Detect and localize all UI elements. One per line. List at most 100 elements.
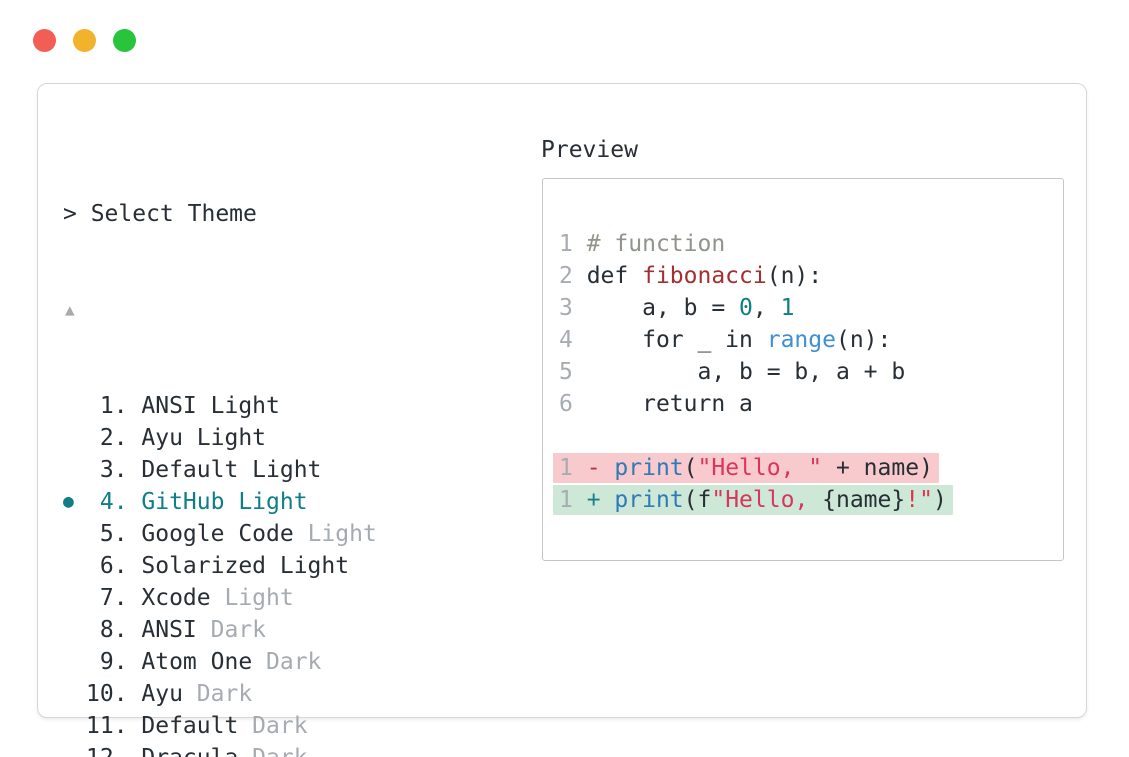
line-number: 2 [559,263,587,289]
theme-item[interactable]: 9. Atom One Dark [63,646,880,678]
theme-item-suffix: Dark [238,713,308,739]
theme-item-name: Xcode [127,585,211,611]
theme-item-suffix: Dark [182,681,253,707]
code-token: return a [586,391,753,417]
theme-item-name: Atom One [127,649,253,675]
code-line: 1 # function [559,228,1063,260]
select-theme-prompt: > Select Theme [63,201,257,227]
code-line: 3 a, b = 0, 1 [559,292,1063,324]
line-number: 6 [559,391,587,417]
diff-band-added: 1 + print(f"Hello, {name}!") [553,485,953,515]
diff-band-removed: 1 - print("Hello, " + name) [553,453,939,483]
theme-item[interactable]: 1. ANSI Light [63,390,880,422]
line-number: 1 [559,231,587,257]
code-token: for _ in [586,327,767,353]
code-line: 6 return a [559,388,1063,420]
code-token: "Hello, " [697,455,823,481]
theme-item-number: 10. [86,681,128,707]
theme-item-suffix: Dark [252,649,322,675]
minimize-button[interactable] [73,29,96,52]
line-number: 1 [559,455,587,481]
theme-item-name: ANSI Light [127,393,280,419]
line-number: 5 [559,359,587,385]
code-token: (n): [766,263,823,289]
code-token: range [766,327,836,353]
theme-item-name: ANSI [127,617,197,643]
theme-picker-panel: > Select Theme ▲ 1. ANSI Light 2. Ayu Li… [37,83,1087,757]
theme-item[interactable]: 6. Solarized Light [63,550,880,582]
code-token: 0 [739,295,753,321]
theme-item-number: 1. [86,393,128,419]
code-line-diff-added: 1 + print(f"Hello, {name}!") [553,484,1063,516]
maximize-button[interactable] [113,29,136,52]
line-number: 4 [559,327,587,353]
code-token: {name} [822,487,906,513]
code-token: fibonacci [642,263,767,289]
theme-item-name: Default [127,713,239,739]
code-token: "Hello, [711,487,823,513]
theme-item-number: 2. [86,425,128,451]
code-token: + name) [822,455,933,481]
theme-picker-column: > Select Theme ▲ 1. ANSI Light 2. Ayu Li… [63,134,880,757]
code-token: , [752,295,781,321]
code-token: def [586,263,643,289]
theme-item-name: Google Code [127,521,294,547]
code-token: print [614,455,684,481]
theme-item-suffix: Light [210,585,294,611]
theme-item[interactable]: 2. Ayu Light [63,422,880,454]
theme-item[interactable]: 5. Google Code Light [63,518,880,550]
code-token: (f [683,487,712,513]
close-button[interactable] [33,29,56,52]
line-number: 1 [559,487,587,513]
theme-item-suffix: Dark [196,617,267,643]
theme-item-number: 5. [86,521,128,547]
code-token: a, b = b, a + b [586,359,906,385]
code-token: !" [905,487,933,513]
code-token: (n): [835,327,892,353]
theme-item-name: Dracula [128,745,238,757]
theme-item[interactable]: 11. Default Dark [63,710,880,742]
code-token: 1 [780,295,795,321]
theme-item-name: GitHub Light [127,489,308,515]
code-line: 5 a, b = b, a + b [559,356,1063,388]
theme-item[interactable]: 8. ANSI Dark [63,614,880,646]
code-token: print [614,487,684,513]
theme-item[interactable]: 3. Default Light [63,454,880,486]
theme-item-number: 3. [86,457,128,483]
theme-item-number: 7. [86,585,128,611]
code-line-diff-removed: 1 - print("Hello, " + name) [553,452,1063,484]
theme-item-suffix: Dark [238,745,307,757]
theme-item-name: Ayu [127,681,183,707]
theme-item[interactable]: 12. Dracula Dark [63,742,880,757]
theme-item-number: 9. [86,649,128,675]
theme-item-number: 4. [86,489,128,515]
scroll-up-icon[interactable]: ▲ [65,300,75,319]
code-line: 4 for _ in range(n): [559,324,1063,356]
code-token: ) [932,487,947,513]
theme-list: 1. ANSI Light 2. Ayu Light 3. Default Li… [63,390,880,757]
theme-item-number: 11. [86,713,128,739]
theme-item-name: Default Light [127,457,322,483]
theme-item-name: Solarized Light [127,553,350,579]
code-token: ( [683,455,698,481]
code-line: 2 def fibonacci(n): [559,260,1063,292]
code-token: + [586,487,615,513]
theme-item[interactable]: 10. Ayu Dark [63,678,880,710]
theme-item-number: 6. [86,553,128,579]
code-token: a, b = [586,295,740,321]
theme-item-number: 8. [86,617,128,643]
code-token: - [586,455,615,481]
theme-item-number: 12. [86,745,128,757]
theme-item-name: Ayu Light [127,425,267,451]
preview-label: Preview [541,137,638,163]
preview-column: Preview [541,134,638,166]
theme-item-selected[interactable]: ● 4. GitHub Light [63,486,880,518]
window-controls [33,29,136,52]
theme-item[interactable]: 7. Xcode Light [63,582,880,614]
line-number: 3 [559,295,587,321]
code-token: # function [586,231,726,257]
selected-bullet-icon: ● [63,491,74,512]
